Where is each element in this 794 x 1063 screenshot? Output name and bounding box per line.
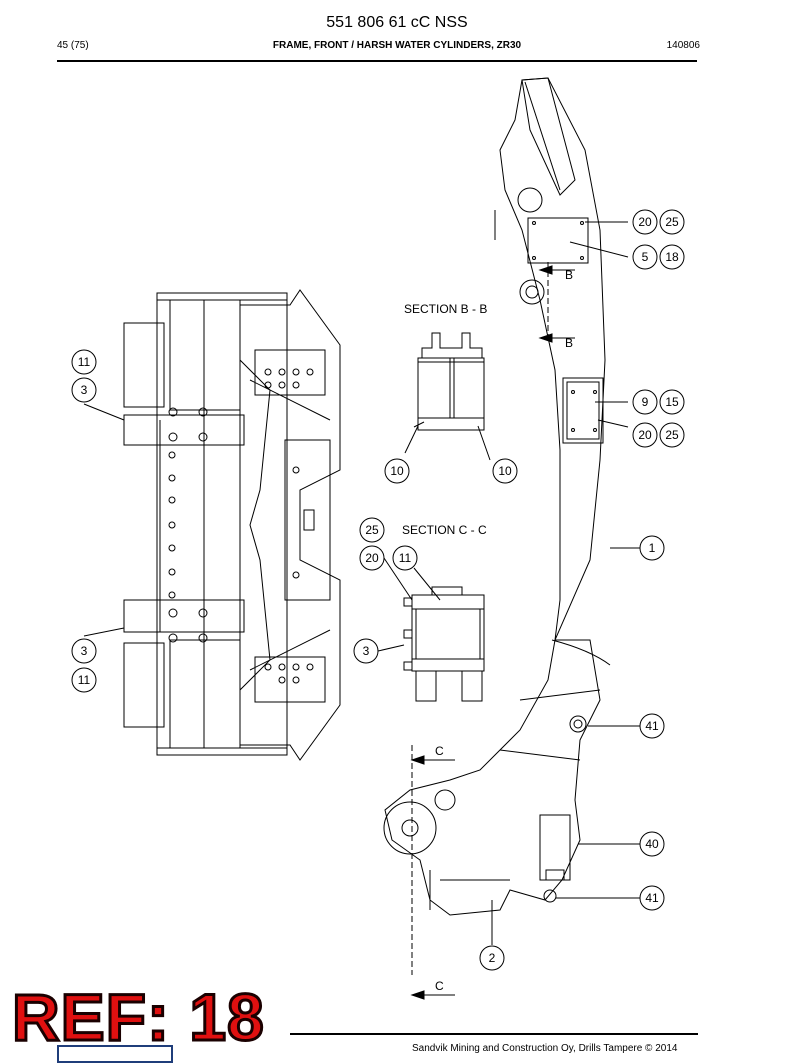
- page-number: 45 (75): [57, 40, 89, 51]
- callout-number: 41: [645, 891, 659, 905]
- callout-balloon: 18: [659, 244, 685, 270]
- callout-number: 11: [78, 673, 91, 687]
- footer-copyright: Sandvik Mining and Construction Oy, Dril…: [412, 1043, 678, 1054]
- callout-number: 5: [642, 250, 649, 264]
- callout-number: 11: [78, 355, 91, 369]
- callout-number: 1: [649, 541, 656, 555]
- callout-balloon: 1: [639, 535, 665, 561]
- callout-number: 25: [665, 428, 679, 442]
- frame-side-view: [383, 77, 611, 916]
- callout-balloon: 11: [71, 349, 97, 375]
- reference-stamp: REF: 18: [11, 980, 266, 1054]
- callout-number: 25: [365, 523, 379, 537]
- callout-balloon: 25: [659, 422, 685, 448]
- leader-lines: [83, 221, 640, 1000]
- callout-number: 20: [365, 551, 379, 565]
- callout-number: 11: [399, 551, 412, 565]
- callout-number: 20: [638, 215, 652, 229]
- callout-balloon: 10: [384, 458, 410, 484]
- callouts: 20 25 5 18 9 15 20 25 1 41 40 41 2 11 3 …: [71, 209, 685, 971]
- callout-balloon: 3: [71, 377, 97, 403]
- callout-balloon: 11: [71, 667, 97, 693]
- drawing-code: 140806: [666, 40, 700, 51]
- callout-number: 10: [390, 464, 404, 478]
- marker-c-top: C: [435, 744, 444, 758]
- callout-balloon: 41: [639, 885, 665, 911]
- callout-balloon: 3: [353, 638, 379, 664]
- callout-balloon: 11: [392, 545, 418, 571]
- section-b-label: SECTION B - B: [404, 302, 487, 316]
- callout-number: 20: [638, 428, 652, 442]
- callout-balloon: 20: [632, 209, 658, 235]
- sandvik-logo: [57, 1045, 173, 1063]
- callout-balloon: 20: [632, 422, 658, 448]
- callout-number: 3: [81, 644, 88, 658]
- callout-number: 3: [81, 383, 88, 397]
- callout-balloon: 10: [492, 458, 518, 484]
- document-title: 551 806 61 cC NSS: [326, 14, 468, 31]
- callout-number: 10: [498, 464, 512, 478]
- section-c-c-view: [403, 586, 485, 702]
- callout-number: 18: [665, 250, 679, 264]
- callout-balloon: 40: [639, 831, 665, 857]
- callout-balloon: 5: [632, 244, 658, 270]
- section-c-label: SECTION C - C: [402, 523, 487, 537]
- marker-b-bottom: B: [565, 336, 573, 350]
- callout-balloon: 25: [359, 517, 385, 543]
- section-title: FRAME, FRONT / HARSH WATER CYLINDERS, ZR…: [272, 40, 522, 51]
- marker-c-bottom: C: [435, 979, 444, 993]
- header-rule: [57, 60, 697, 62]
- callout-balloon: 3: [71, 638, 97, 664]
- callout-balloon: 25: [659, 209, 685, 235]
- callout-number: 41: [645, 719, 659, 733]
- marker-b-top: B: [565, 268, 573, 282]
- callout-balloon: 41: [639, 713, 665, 739]
- callout-number: 9: [642, 395, 649, 409]
- callout-number: 25: [665, 215, 679, 229]
- section-b-b-view: [417, 332, 485, 431]
- callout-balloon: 9: [632, 389, 658, 415]
- callout-balloon: 20: [359, 545, 385, 571]
- callout-balloon: 2: [479, 945, 505, 971]
- callout-number: 15: [665, 395, 679, 409]
- callout-number: 2: [489, 951, 496, 965]
- frame-top-view: [123, 289, 341, 761]
- callout-balloon: 15: [659, 389, 685, 415]
- footer-rule: [290, 1033, 698, 1035]
- callout-number: 3: [363, 644, 370, 658]
- callout-number: 40: [645, 837, 659, 851]
